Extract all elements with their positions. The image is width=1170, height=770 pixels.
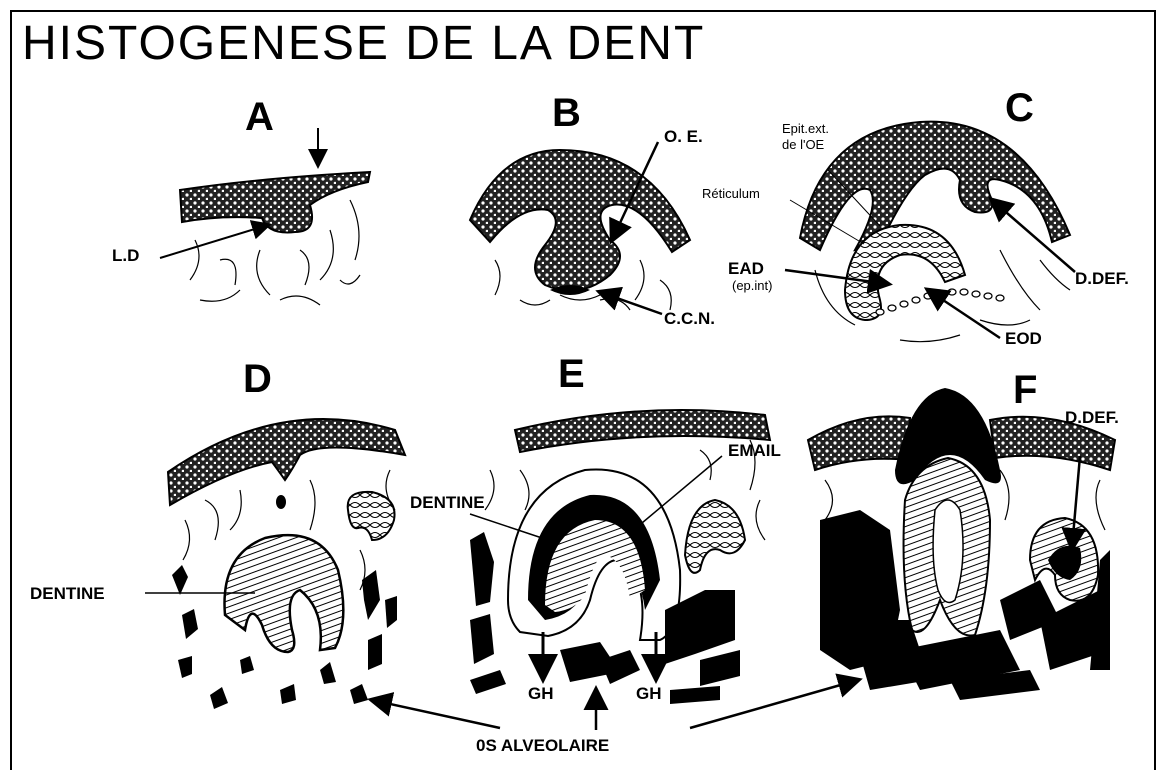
label-epit-line2: de l'OE (782, 138, 824, 151)
label-oe: O. E. (664, 128, 703, 145)
label-email: EMAIL (728, 442, 781, 459)
panel-label-a: A (245, 97, 274, 137)
panel-label-b: B (552, 93, 581, 133)
panel-label-c: C (1005, 88, 1034, 128)
label-ead: EAD (728, 260, 764, 277)
label-dentine-d: DENTINE (30, 585, 105, 602)
panel-label-e: E (558, 354, 585, 394)
panel-e-drawing (470, 410, 770, 704)
label-reticulum: Réticulum (702, 187, 760, 200)
os-alveolaire-arrows (372, 680, 858, 730)
panel-f-drawing (808, 388, 1115, 700)
label-ep-int: (ep.int) (732, 279, 772, 292)
label-ld: L.D (112, 247, 139, 264)
label-dentine-e: DENTINE (410, 494, 485, 511)
panel-a-drawing (160, 128, 370, 305)
label-d-def-f: D.DEF. (1065, 409, 1119, 426)
label-gh-left: GH (528, 685, 554, 702)
panel-d-drawing (145, 419, 405, 709)
label-eod: EOD (1005, 330, 1042, 347)
label-os-alveolaire: 0S ALVEOLAIRE (476, 737, 609, 754)
label-ccn: C.C.N. (664, 310, 715, 327)
label-gh-right: GH (636, 685, 662, 702)
panel-label-f: F (1013, 370, 1037, 410)
panel-b-drawing (470, 142, 690, 314)
page-title: HISTOGENESE DE LA DENT (22, 20, 705, 68)
panel-c-drawing (785, 122, 1075, 342)
panel-label-d: D (243, 359, 272, 399)
label-epit-line1: Epit.ext. (782, 122, 829, 135)
label-d-def-c: D.DEF. (1075, 270, 1129, 287)
